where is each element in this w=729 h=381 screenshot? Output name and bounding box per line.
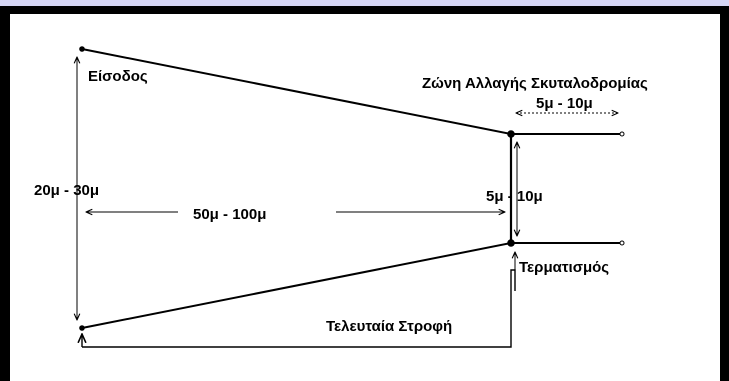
entry-bottom-dot bbox=[79, 325, 85, 331]
finish-label: Τερματισμός bbox=[519, 259, 609, 276]
zone-bottom-dot bbox=[507, 239, 515, 247]
zone-length-label: 5μ - 10μ bbox=[536, 95, 593, 112]
relay-zone-label: Ζώνη Αλλαγής Σκυταλοδρομίας bbox=[422, 75, 648, 92]
top-strip bbox=[0, 0, 729, 6]
bottom-track-line bbox=[81, 242, 512, 329]
width-entry-label: 20μ - 30μ bbox=[34, 182, 99, 199]
entry-top-dot bbox=[79, 46, 85, 52]
length-label: 50μ - 100μ bbox=[193, 206, 266, 223]
zone-top-dot bbox=[507, 130, 515, 138]
top-track-line bbox=[81, 48, 512, 135]
entry-label: Είσοδος bbox=[88, 68, 148, 85]
zone-top-end-dot bbox=[619, 131, 625, 137]
last-turn-label: Τελευταία Στροφή bbox=[326, 318, 452, 335]
zone-bottom-end-dot bbox=[619, 240, 625, 246]
width-end-label: 5μ - 10μ bbox=[486, 188, 543, 205]
